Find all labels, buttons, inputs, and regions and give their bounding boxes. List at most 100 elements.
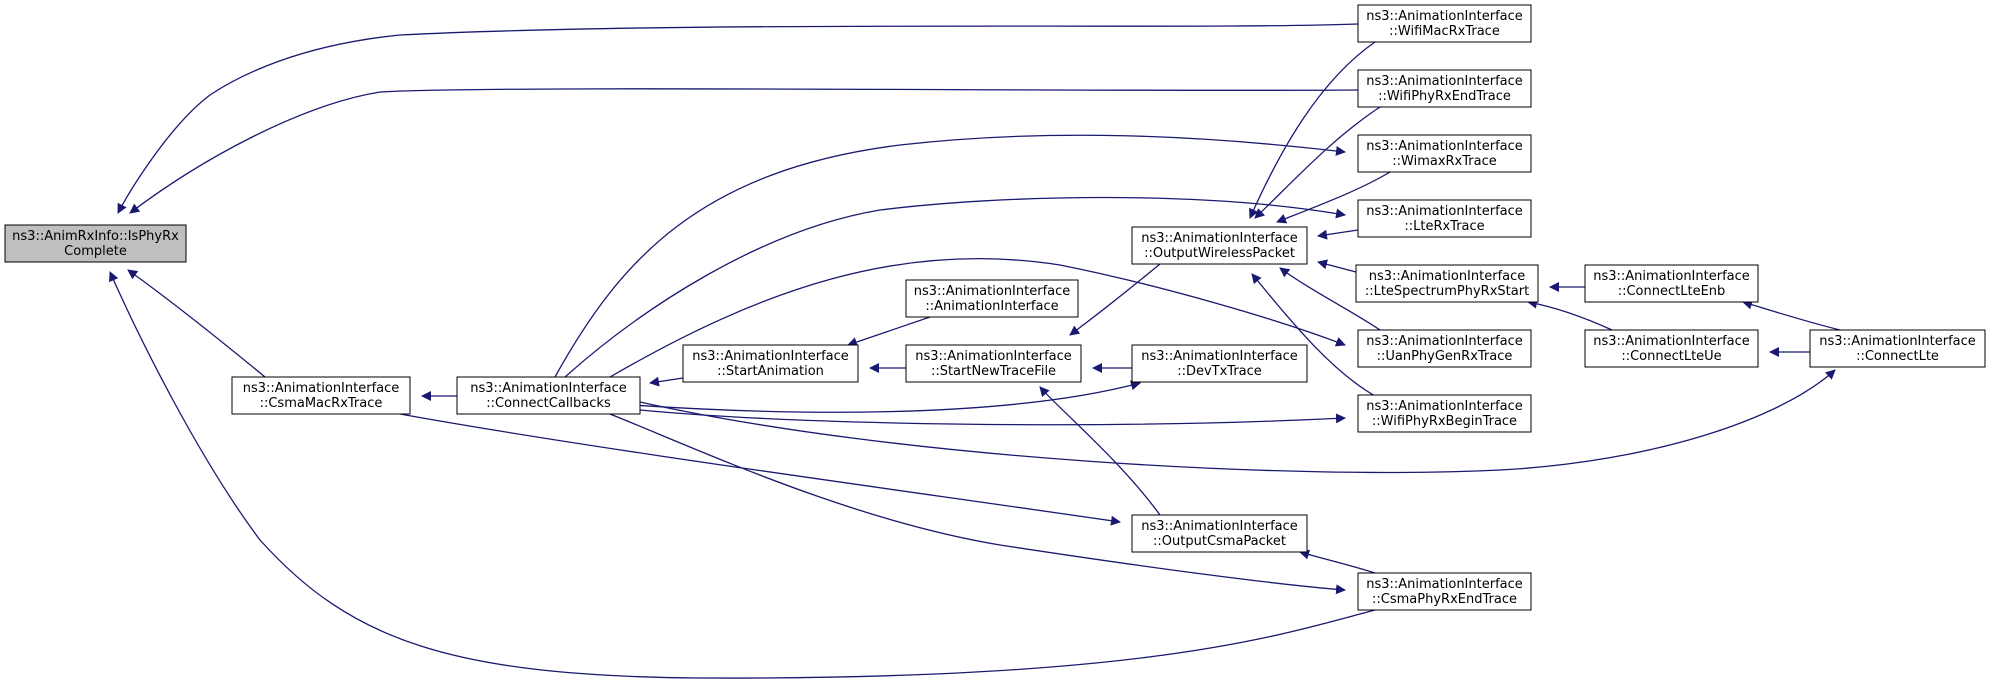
edge-line [117,23,1359,214]
node-label-line: ns3::AnimationInterface [1366,9,1523,24]
edge-line [127,269,266,378]
edge-csmaphyrxend-to-outcsma [1299,549,1376,574]
node-box [456,376,641,415]
edge-animiface-to-startanim [847,316,931,347]
node-label-line: ::AnimationInterface [925,299,1058,314]
node-label-line: ::ConnectLteUe [1621,349,1721,364]
edge-line [554,134,1346,378]
node-box [231,376,411,415]
node-label-line: ns3::AnimationInterface [915,349,1072,364]
edge-connectlteue-to-ltespectrum [1527,298,1613,331]
edge-line [1299,549,1376,574]
node-connectlteenb[interactable]: ns3::AnimationInterface::ConnectLteEnb [1584,264,1759,303]
node-box [1357,572,1532,611]
edge-csmamacrx-to-outcsma [399,413,1121,526]
node-box [1584,329,1759,368]
node-label-line: ::CsmaPhyRxEndTrace [1372,592,1517,607]
edge-line [1251,273,1376,397]
edge-outwireless-to-startnewtrace [1069,263,1161,336]
node-devtx[interactable]: ns3::AnimationInterface::DevTxTrace [1131,344,1308,383]
edge-wimaxrx-to-outwireless [1276,171,1391,224]
node-connectlte[interactable]: ns3::AnimationInterface::ConnectLte [1809,329,1986,368]
edge-wifimacrx-to-isphyrx [117,23,1359,214]
node-label-line: ns3::AnimationInterface [1366,74,1523,89]
node-connectlteue[interactable]: ns3::AnimationInterface::ConnectLteUe [1584,329,1759,368]
node-label-line: ::LteSpectrumPhyRxStart [1365,284,1529,299]
edge-connectcb-to-csmaphyrxend [609,413,1346,595]
node-label-line: ::OutputCsmaPacket [1153,534,1286,549]
node-box [1357,394,1532,433]
node-startanim[interactable]: ns3::AnimationInterface::StartAnimation [682,344,859,383]
node-outcsma[interactable]: ns3::AnimationInterface::OutputCsmaPacke… [1131,514,1308,553]
node-startnewtrace[interactable]: ns3::AnimationInterface::StartNewTraceFi… [905,344,1082,383]
edge-line [639,369,1836,474]
node-box [1584,264,1759,303]
edge-line [847,316,931,347]
node-label-line: ::WifiPhyRxEndTrace [1378,89,1511,104]
edge-line [109,271,1376,679]
node-label-line: ::ConnectCallbacks [486,396,611,411]
edge-lterx-to-outwireless [1317,229,1359,240]
edge-line [609,257,1346,378]
node-label-line: ::CsmaMacRxTrace [260,396,383,411]
node-uanphygen[interactable]: ns3::AnimationInterface::UanPhyGenRxTrac… [1357,329,1532,368]
node-label-line: ::StartAnimation [717,364,824,379]
node-connectcb[interactable]: ns3::AnimationInterface::ConnectCallback… [456,376,641,415]
node-box [1357,4,1532,43]
node-label-line: ns3::AnimationInterface [1366,334,1523,349]
edge-connectcb-to-wimaxrx [554,134,1346,378]
nodes: ns3::AnimRxInfo::IsPhyRxCompletens3::Ani… [4,4,1986,611]
node-lterx[interactable]: ns3::AnimationInterface::LteRxTrace [1357,199,1532,238]
edge-connectcb-to-devtx [631,380,1141,413]
node-label-line: ns3::AnimationInterface [1593,334,1750,349]
edge-line [1254,106,1381,219]
edge-startanim-to-connectcb [649,376,684,387]
node-wifimacrx[interactable]: ns3::AnimationInterface::WifiMacRxTrace [1357,4,1532,43]
edge-wifiphyrxbegin-to-outwireless [1251,273,1376,397]
edge-csmamacrx-to-isphyrx [127,269,266,378]
node-csmamacrx[interactable]: ns3::AnimationInterface::CsmaMacRxTrace [231,376,411,415]
edge-line [649,376,684,387]
node-label-line: ::ConnectLte [1856,349,1939,364]
node-box [1131,514,1308,553]
node-label-line: ns3::AnimationInterface [1366,399,1523,414]
edge-connectlte-to-connectlteenb [1742,299,1841,331]
node-outwireless[interactable]: ns3::AnimationInterface::OutputWirelessP… [1131,226,1308,265]
node-label-line: ::DevTxTrace [1177,364,1262,379]
edge-line [639,409,1346,426]
node-wimaxrx[interactable]: ns3::AnimationInterface::WimaxRxTrace [1357,134,1532,173]
node-box [1355,264,1539,303]
node-box [905,279,1079,318]
node-label-line: ns3::AnimationInterface [1819,334,1976,349]
edge-connectcb-to-lterx [564,196,1346,378]
edge-line [1276,171,1391,224]
node-label-line: ns3::AnimationInterface [914,284,1071,299]
edge-connectcb-to-uanphygen [609,257,1346,378]
node-box [905,344,1082,383]
node-wifiphyrxbegin[interactable]: ns3::AnimationInterface::WifiPhyRxBeginT… [1357,394,1532,433]
node-label-line: ns3::AnimationInterface [243,381,400,396]
node-label-line: ns3::AnimationInterface [1366,577,1523,592]
node-ltespectrum[interactable]: ns3::AnimationInterface::LteSpectrumPhyR… [1355,264,1539,303]
edge-line [1249,41,1376,219]
edges [109,23,1841,679]
node-animiface[interactable]: ns3::AnimationInterface::AnimationInterf… [905,279,1079,318]
node-label-line: ::WifiMacRxTrace [1389,24,1500,39]
edge-line [1527,298,1613,331]
node-box [1357,69,1532,108]
node-wifiphyrxend[interactable]: ns3::AnimationInterface::WifiPhyRxEndTra… [1357,69,1532,108]
node-label-line: ns3::AnimationInterface [692,349,849,364]
node-label-line: ns3::AnimationInterface [1366,139,1523,154]
edge-wifiphyrxend-to-isphyrx [129,88,1359,214]
node-label-line: ::WimaxRxTrace [1392,154,1496,169]
node-label-line: ns3::AnimationInterface [1593,269,1750,284]
node-label-line: ns3::AnimRxInfo::IsPhyRx [12,229,179,244]
node-box [1131,344,1308,383]
node-label-line: ns3::AnimationInterface [470,381,627,396]
edge-wifiphyrxend-to-outwireless [1254,106,1381,219]
edge-connectcb-to-connectlte [639,369,1836,474]
edge-line [609,413,1346,595]
node-csmaphyrxend[interactable]: ns3::AnimationInterface::CsmaPhyRxEndTra… [1357,572,1532,611]
